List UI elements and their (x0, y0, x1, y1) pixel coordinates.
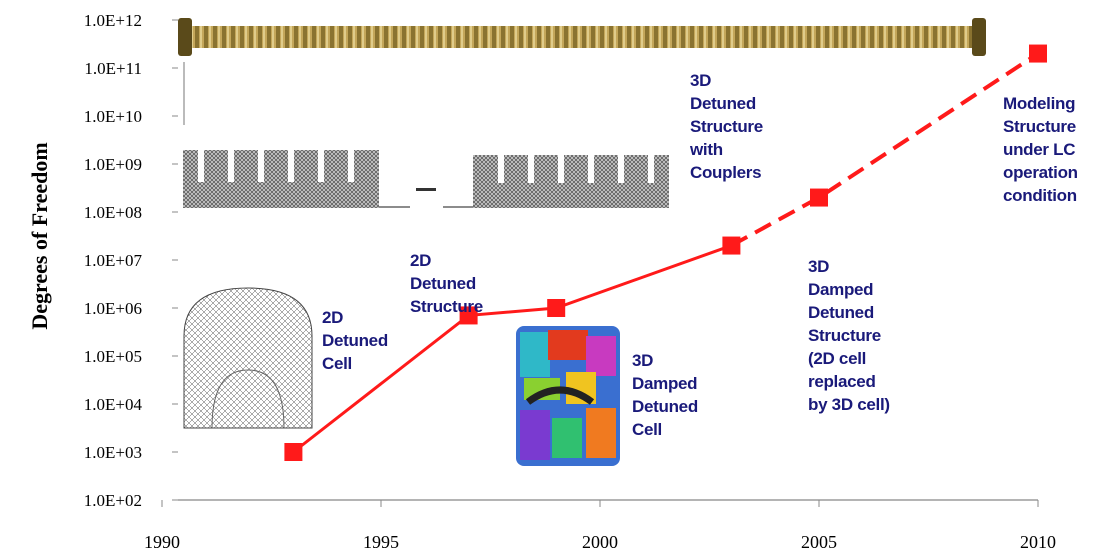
x-tick-label: 2000 (582, 532, 618, 552)
y-axis-label: Degrees of Freedom (27, 142, 52, 329)
2d-structure-mesh-image (183, 150, 669, 208)
y-tick-label: 1.0E+09 (84, 155, 142, 174)
annotation-line: Damped (808, 280, 873, 299)
annotation-line: 2D (410, 251, 431, 270)
annotation-line: Detuned (410, 274, 476, 293)
y-tick-label: 1.0E+11 (84, 59, 142, 78)
annotation-line: condition (1003, 186, 1077, 205)
annotation-line: Structure (410, 297, 483, 316)
annotation-line: Detuned (322, 331, 388, 350)
series-line-dashed (730, 51, 1040, 248)
annotation-line: Structure (808, 326, 881, 345)
annotation-line: Detuned (632, 397, 698, 416)
annotation-line: replaced (808, 372, 876, 391)
x-tick-label: 1990 (144, 532, 180, 552)
y-tick-label: 1.0E+04 (84, 395, 143, 414)
annotation-line: Couplers (690, 163, 761, 182)
annotation-line: Structure (1003, 117, 1076, 136)
3d-damped-cell-image (516, 326, 620, 466)
data-point-marker (547, 299, 566, 317)
2d-cell-mesh-image (183, 287, 313, 429)
data-point-marker (810, 188, 828, 207)
y-tick-label: 1.0E+06 (84, 299, 142, 318)
annotation-line: under LC (1003, 140, 1075, 159)
annotation-line: 3D (690, 71, 711, 90)
x-tick-label: 2005 (801, 532, 837, 552)
annotation-line: Modeling (1003, 94, 1075, 113)
annotation-line: by 3D cell) (808, 395, 890, 414)
y-tick-label: 1.0E+02 (84, 491, 142, 510)
annotation-line: with (689, 140, 723, 159)
annotation-line: (2D cell (808, 349, 866, 368)
annotation-line: 3D (632, 351, 653, 370)
accelerator-structure-image (178, 18, 986, 125)
y-tick-label: 1.0E+10 (84, 107, 142, 126)
series-line-solid (292, 244, 732, 454)
x-tick-label: 2010 (1020, 532, 1056, 552)
y-tick-label: 1.0E+07 (84, 251, 143, 270)
data-point-marker (459, 306, 478, 325)
annotation-line: Detuned (690, 94, 756, 113)
annotation-line: Detuned (808, 303, 874, 322)
data-point-marker (722, 236, 741, 255)
data-point-marker (284, 443, 303, 461)
y-tick-label: 1.0E+12 (84, 11, 142, 30)
annotation-line: Cell (322, 354, 352, 373)
y-tick-label: 1.0E+03 (84, 443, 142, 462)
annotation-line: operation (1003, 163, 1078, 182)
annotation-line: Damped (632, 374, 697, 393)
data-point-marker (1029, 44, 1047, 63)
y-tick-label: 1.0E+05 (84, 347, 142, 366)
x-tick-label: 1995 (363, 532, 399, 552)
annotation-line: 3D (808, 257, 829, 276)
annotation-line: 2D (322, 308, 343, 327)
annotation-line: Cell (632, 420, 662, 439)
y-tick-label: 1.0E+08 (84, 203, 142, 222)
annotation-line: Structure (690, 117, 763, 136)
